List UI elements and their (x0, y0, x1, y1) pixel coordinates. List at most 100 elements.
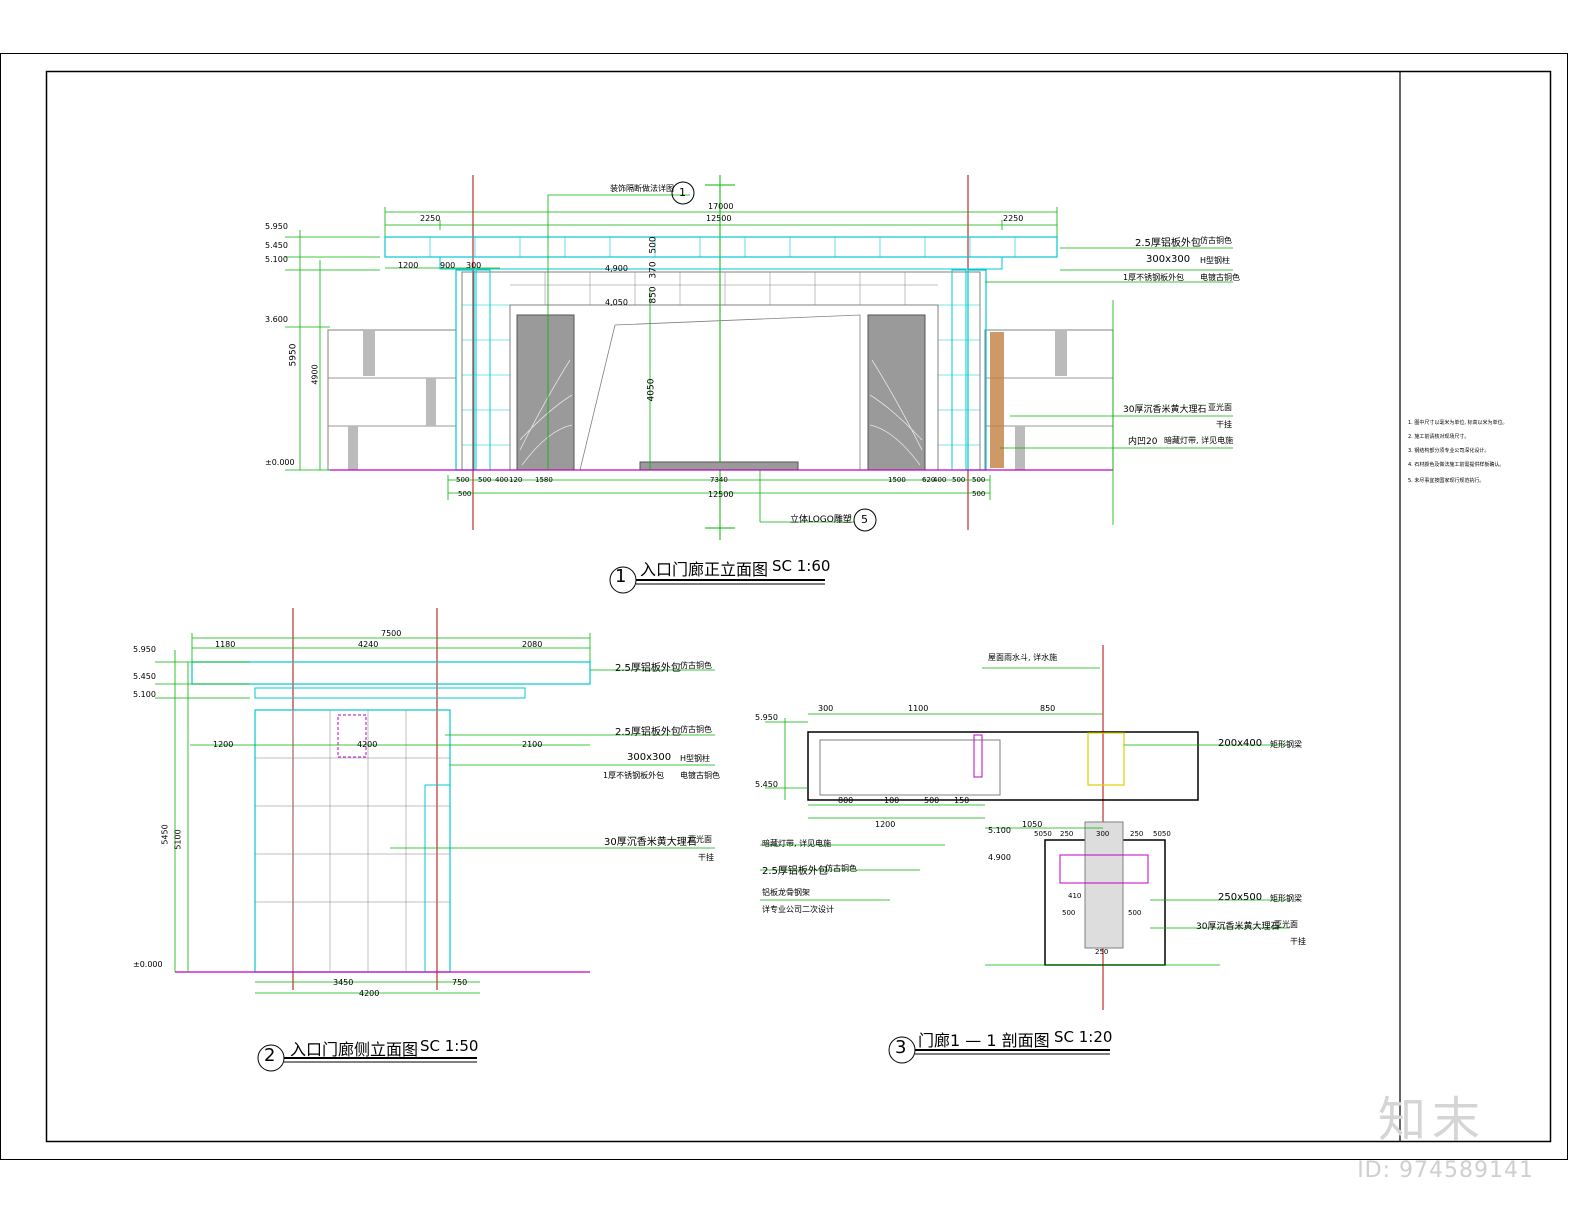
elevation-label: 5.950 (133, 645, 156, 654)
drawing-1-detail-callout: 装饰隔断做法详图 (610, 184, 674, 193)
dim-label: 500 (1062, 909, 1076, 917)
dim-label: 800 (838, 796, 854, 805)
drawing-1-front-elevation (285, 175, 1233, 540)
detail-callout-circle (671, 181, 695, 205)
drawing-2-title: 入口门廊侧立面图 (290, 1040, 419, 1059)
dim-label: 500 (924, 796, 940, 805)
note-label: H型钢柱 (680, 754, 711, 763)
drawing-2-number: 2 (264, 1045, 276, 1066)
dim-label: 750 (452, 978, 468, 987)
dim-label: 5100 (173, 829, 183, 850)
hatch-strip (348, 426, 358, 470)
wood-strip (990, 332, 1004, 468)
general-note: 5. 未尽事宜按国家现行规范执行。 (1408, 478, 1485, 484)
dim-label: 1050 (1022, 820, 1043, 829)
note-label: 详专业公司二次设计 (762, 905, 834, 914)
note-label: 250x500 (1218, 892, 1263, 903)
note-label: 1厚不锈钢板外包 (1123, 273, 1185, 282)
general-note: 4. 石材颜色及做法施工前需提供样板确认。 (1408, 462, 1505, 468)
dim-label: 250 (1060, 830, 1074, 838)
note-label: 电镀古铜色 (680, 771, 720, 780)
general-note: 3. 钢结构部分须专业公司深化设计。 (1408, 448, 1490, 454)
dim-label: 3450 (333, 978, 354, 987)
dim-label: 300 (1096, 830, 1110, 838)
note-label: 电镀古铜色 (1200, 273, 1240, 282)
general-note: 2. 施工前请核对现场尺寸。 (1408, 434, 1470, 440)
elevation-label: 5.950 (755, 713, 778, 722)
note-label: 2.5厚铝板外包 (615, 663, 681, 674)
dim-label: 500 (952, 476, 966, 484)
note-label: 2.5厚铝板外包 (762, 866, 828, 877)
roof-inner (819, 739, 1001, 796)
note-label: 内凹20 (1128, 437, 1158, 447)
dim-label: 300 (466, 261, 482, 270)
note-label: 30厚沉香米黄大理石 (1196, 922, 1280, 932)
dim-label: 5450 (160, 824, 170, 845)
note-label: 矩形钢梁 (1270, 740, 1302, 749)
elevation-label: 5.100 (133, 690, 156, 699)
dim-label: 620 (922, 476, 936, 484)
drawing-1-scale: SC 1:60 (772, 557, 831, 575)
note-label: H型钢柱 (1200, 256, 1231, 265)
sloped-screen (614, 314, 861, 470)
sheet-outer-border (0, 53, 1568, 1160)
dim-label: 100 (884, 796, 900, 805)
canopy-fascia (439, 256, 1003, 270)
elevation-label: 5.450 (265, 241, 288, 250)
note-label: 暗藏灯带, 详见电施 (762, 839, 832, 848)
dim-label: 2100 (522, 740, 543, 749)
hatch-strip (363, 330, 375, 376)
note-label: 200x400 (1218, 738, 1263, 749)
note-label: 仿古铜色 (680, 661, 712, 670)
elevation-label: 5.100 (265, 255, 288, 264)
note-label: 2.5厚铝板外包 (1135, 238, 1201, 249)
drawing-2-scale: SC 1:50 (420, 1037, 479, 1055)
note-label: 亚光面 (1274, 920, 1298, 929)
dim-label: 1500 (888, 476, 906, 484)
note-label: 仿古铜色 (825, 864, 857, 873)
note-label: 300x300 (1146, 254, 1191, 265)
general-note: 1. 图中尺寸以毫米为单位, 标高以米为单位。 (1408, 420, 1508, 426)
note-label: 2.5厚铝板外包 (615, 727, 681, 738)
dim-label: 1580 (535, 476, 553, 484)
hatch-strip (1055, 330, 1067, 376)
drawing-3-scale: SC 1:20 (1054, 1028, 1113, 1046)
dim-label: 7340 (710, 476, 728, 484)
sloped-screen-edge (579, 324, 616, 471)
note-label: 30厚沉香米黄大理石 (604, 837, 697, 848)
note-label: 矩形钢梁 (1270, 894, 1302, 903)
elevation-label: ±0.000 (133, 960, 163, 969)
hatch-strip (426, 378, 436, 426)
dim-label: 12500 (706, 214, 732, 223)
dim-label: 500 (456, 476, 470, 484)
note-label: 1厚不锈钢板外包 (603, 771, 665, 780)
note-label: 干挂 (1216, 420, 1232, 429)
dim-label: 250 (1130, 830, 1144, 838)
side-fascia (254, 687, 526, 699)
dim-label: 2250 (420, 214, 441, 223)
dim-label: 2250 (1003, 214, 1024, 223)
drawing-1-title: 入口门廊正立面图 (640, 560, 769, 579)
dim-label: 300 (818, 704, 834, 713)
elevation-label: 5.450 (133, 672, 156, 681)
drain-pipe (973, 734, 983, 778)
side-canopy (191, 661, 591, 685)
dim-label: 250 (1095, 948, 1109, 956)
elevation-label: 3.600 (265, 315, 288, 324)
elevation-label: ±0.000 (265, 458, 295, 467)
note-label: 300x300 (627, 752, 672, 763)
dim-label: 150 (954, 796, 970, 805)
dim-label: 500 (1128, 909, 1142, 917)
elevation-label: 5.950 (265, 222, 288, 231)
dim-label: 500 (972, 490, 986, 498)
drawing-3-number: 3 (895, 1037, 907, 1058)
steel-beam-200x400 (1087, 732, 1125, 786)
decor-panel-right (867, 314, 926, 471)
note-label: 铝板龙骨钢架 (762, 888, 810, 897)
dim-label: 400 (495, 476, 509, 484)
elevation-label: 5.100 (988, 826, 1011, 835)
dim-label: 500 (972, 476, 986, 484)
dim-label: 1100 (908, 704, 929, 713)
column-core (1084, 821, 1124, 949)
